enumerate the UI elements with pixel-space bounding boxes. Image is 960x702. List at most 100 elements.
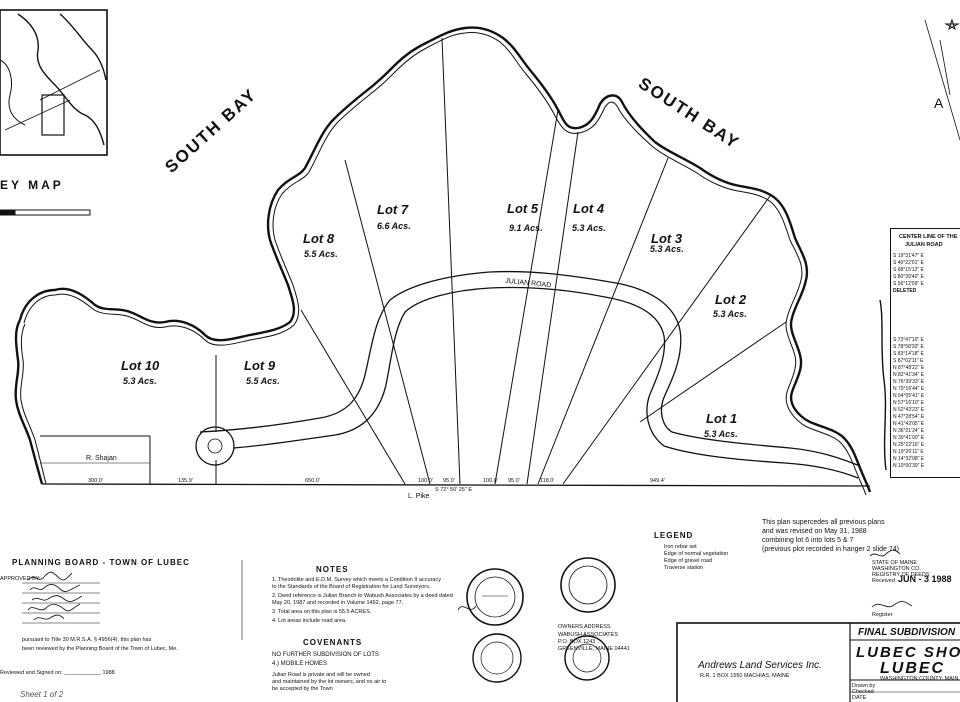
table-row: N 25°22'16" E: [893, 442, 925, 448]
covenant-item: NO FURTHER SUBDIVISION OF LOTS: [272, 652, 379, 658]
lot-9-area: 5.5 Acs.: [246, 376, 280, 386]
surveyor-address: R.R. 1 BOX 1550 MACHIAS, MAINE: [700, 673, 790, 679]
table-row: S 68°15'12" E: [893, 267, 924, 273]
table-row: N 82°41'34" E: [893, 372, 925, 378]
abutter-label-south: L. Pike: [408, 493, 430, 500]
table-row: S 40°22'01" E: [893, 260, 924, 266]
title-field: Checked: [852, 689, 874, 695]
lot-3-name: Lot 3: [651, 231, 683, 246]
table-row: N 52°43'23" E: [893, 407, 925, 413]
lot-1-area: 5.3 Acs.: [704, 429, 738, 439]
owners-line: WABUSH ASSOCIATES: [558, 632, 618, 638]
table-row: N 14°32'08" E: [893, 456, 925, 462]
table-subtitle: JULIAN ROAD: [905, 242, 943, 248]
vicinity-map: [0, 9, 108, 156]
frontage-label: 100.0': [418, 478, 433, 484]
table-title: CENTER LINE OF THE: [899, 234, 958, 240]
town-name: LUBEC: [880, 660, 946, 677]
title-field: Drawn by: [852, 683, 876, 689]
table-row: S 19°31'47" E: [893, 253, 924, 259]
note-item: May 20, 1987 and recorded in Volume 1462…: [272, 600, 404, 606]
lot-4-name: Lot 4: [573, 201, 605, 216]
table-row: N 57°16'10" E: [893, 400, 925, 406]
surveyor-company: Andrews Land Services Inc.: [698, 660, 822, 671]
handwritten-signatures: [27, 549, 913, 621]
frontage-dimensions: 300.0' 135.9' 650.0' 100.0' 95.0' 100.0'…: [88, 478, 665, 493]
frontage-label: 100.0': [483, 478, 498, 484]
legend-item: Edge of normal vegetation: [664, 551, 729, 557]
note-item: 2. Deed reference is Julian Branch to Wa…: [272, 593, 453, 599]
lot-8-name: Lot 8: [303, 231, 335, 246]
signature-lines: [22, 560, 243, 640]
frontage-label: 135.9': [178, 478, 193, 484]
table-row: S 87°02'11" E: [893, 358, 924, 364]
table-row: S 56°12'09" E: [893, 281, 924, 287]
legend-item: Traverse station: [664, 565, 704, 571]
planning-board-note-1: pursuant to Title 30 M.R.S.A. § 4956(4),…: [22, 637, 152, 643]
frontage-label: 650.0': [305, 478, 320, 484]
frontage-label: 300.0': [88, 478, 103, 484]
supersede-line: and was revised on May 31, 1988: [762, 528, 867, 535]
lot-4-area: 5.3 Acs.: [572, 223, 606, 233]
received-date-stamp: JUN - 3 1988: [898, 574, 952, 584]
bearing-label: S 72° 50' 25" E: [435, 487, 472, 493]
registry-head: REGISTRY OF DEEDS: [872, 572, 930, 578]
centerline-table: CENTER LINE OF THE JULIAN ROAD S 19°31'4…: [890, 228, 960, 478]
table-row: S 78°58'30" E: [893, 344, 924, 350]
register-label: Register: [872, 612, 893, 618]
corner-note: Sheet 1 of 2: [20, 690, 64, 699]
supersede-line: This plan supercedes all previous plans: [762, 519, 885, 526]
lot-1-name: Lot 1: [706, 411, 738, 426]
surveyor-seal: [466, 568, 524, 626]
table-row: S 80°39'40" E: [893, 274, 924, 280]
note-item: 1. Theodolite and E.D.M. Survey which me…: [272, 577, 441, 583]
frontage-label: 118.0': [540, 478, 554, 484]
registry-head: STATE OF MAINE: [872, 560, 918, 566]
east-shore: [879, 299, 887, 471]
owners-title: OWNERS ADDRESS: [558, 624, 611, 630]
table-row: N 87°48'22" E: [893, 365, 925, 371]
lot-10-area: 5.3 Acs.: [123, 376, 157, 386]
table-row: N 76°39'33" E: [893, 379, 925, 385]
covenant-item: Julian Road is private and will be owned: [272, 672, 370, 678]
legend-item: Iron rebar set: [664, 544, 697, 550]
scale-bar: [0, 209, 91, 216]
covenant-item: 4.) MOBILE HOMES: [272, 661, 328, 667]
covenant-item: and maintained by the lot owners, and no…: [272, 679, 387, 685]
supersede-line: combining lot 6 into lots 5 & 7: [762, 537, 854, 544]
shoreline: [18, 26, 872, 496]
approved-label: APPROVED BY:: [0, 576, 41, 582]
lot-5-name: Lot 5: [507, 201, 539, 216]
planning-board-title: PLANNING BOARD - TOWN OF LUBEC: [12, 558, 190, 567]
plan-type: FINAL SUBDIVISION: [858, 627, 956, 638]
table-row: N 19°26'11" E: [893, 449, 924, 455]
surveyor-seal-2: [560, 557, 616, 613]
planning-board-note-2: been reviewed by the Planning Board of t…: [22, 646, 178, 652]
note-item: 3. Total area on this plan is 55.5 ACRES…: [272, 609, 372, 615]
table-row: S 73°47'10" E: [893, 337, 924, 343]
table-row: N 47°28'54" E: [893, 414, 925, 420]
table-row: N 36°21'24" E: [893, 428, 925, 434]
title-field: DATE: [852, 695, 867, 701]
owners-line: GREENVILLE, MAINE 04441: [558, 646, 630, 652]
table-row: DELETED: [893, 288, 917, 294]
owners-line: P.O. BOX 1243: [558, 639, 596, 645]
lot-7-name: Lot 7: [377, 202, 409, 217]
county-name: WASHINGTON COUNTY, MAIN: [880, 676, 959, 682]
lot-2-area: 5.3 Acs.: [713, 309, 747, 319]
shoreline-west: [14, 319, 47, 485]
frontage-label: 95.0': [443, 478, 455, 484]
lot-9-name: Lot 9: [244, 358, 276, 373]
north-arrow: [924, 18, 960, 141]
covenant-item: be accepted by the Town: [272, 686, 333, 692]
received-label: Received: [872, 578, 895, 584]
north-arrow-label: A: [934, 95, 944, 111]
note-item: to the Standards of the Board of Registr…: [272, 584, 431, 590]
table-row: S 83°14'18" E: [893, 351, 924, 357]
title-block-frame: [676, 622, 960, 702]
registry-stamp: [472, 633, 610, 683]
notes-title: NOTES: [316, 565, 349, 574]
covenants-title: COVENANTS: [303, 638, 363, 647]
abutter-label-west: R. Shajan: [86, 455, 117, 462]
